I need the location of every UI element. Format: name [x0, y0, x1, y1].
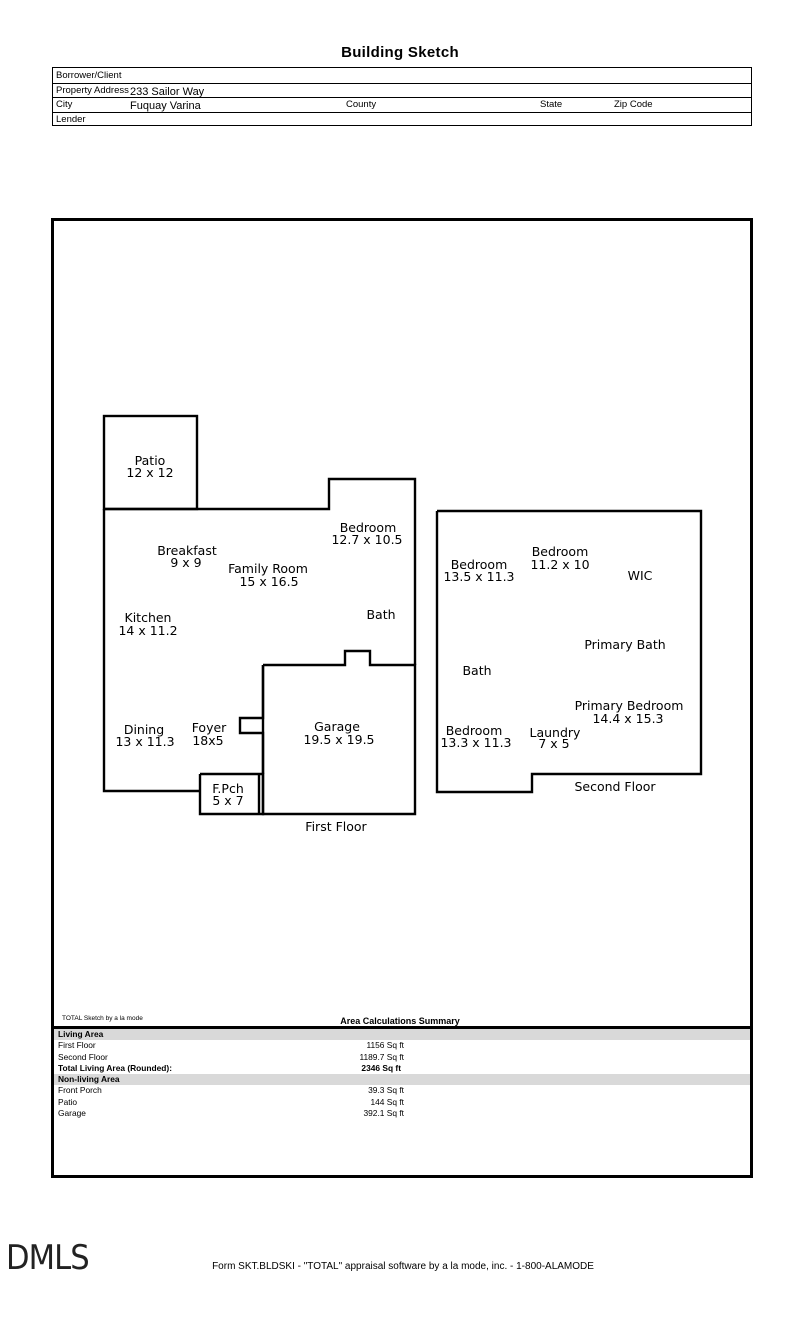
room-size: 11.2 x 10 [530, 557, 589, 572]
second-floor-outline [435, 509, 703, 794]
room-name: Bath [462, 663, 491, 678]
room-name: Laundry [530, 725, 582, 740]
row-name: First Floor [58, 1040, 96, 1051]
county-label: County [346, 99, 377, 110]
room-size: 12.7 x 10.5 [331, 532, 402, 547]
room-size: 5 x 7 [212, 793, 243, 808]
property-address-label: Property Address [56, 84, 129, 96]
room-name: Garage [314, 719, 360, 734]
room-size: 14 x 11.2 [118, 623, 177, 638]
room-name: Primary Bath [584, 637, 665, 652]
sketch-credit: TOTAL Sketch by a la mode [62, 1015, 143, 1022]
row-value: 39.3 Sq ft [368, 1085, 404, 1096]
property-address-row: Property Address 233 Sailor Way [53, 83, 751, 98]
total-label: Total Living Area (Rounded): [58, 1062, 172, 1073]
room-size: 7 x 5 [538, 736, 569, 751]
lender-label: Lender [56, 113, 86, 125]
first-floor-label: First Floor [305, 819, 367, 834]
room-size: 15 x 16.5 [239, 574, 298, 589]
row-name: Front Porch [58, 1085, 102, 1096]
sketch-frame [51, 218, 753, 1178]
room-size: 18x5 [192, 733, 223, 748]
room-size: 14.4 x 15.3 [592, 711, 663, 726]
city-value: Fuquay Varina [130, 100, 201, 112]
room-name: WIC [628, 568, 653, 583]
room-size: 13 x 11.3 [115, 734, 174, 749]
first-floor-upper-walls [104, 477, 417, 665]
living-area-header: Living Area [54, 1029, 750, 1041]
summary-row: Garage 392.1 Sq ft [54, 1108, 750, 1119]
room-name: Bedroom [340, 520, 397, 535]
room-name: Bedroom [532, 544, 589, 559]
total-row: Total Living Area (Rounded): 2346 Sq ft [54, 1063, 750, 1074]
summary-row: Front Porch 39.3 Sq ft [54, 1085, 750, 1096]
summary-row: Patio 144 Sq ft [54, 1097, 750, 1108]
room-name: Family Room [228, 561, 308, 576]
row-value: 1189.7 Sq ft [359, 1051, 404, 1062]
room-name: Breakfast [157, 543, 217, 558]
room-size: 9 x 9 [170, 555, 201, 570]
room-name: Primary Bedroom [575, 698, 684, 713]
room-name: Patio [135, 453, 166, 468]
living-area-label: Living Area [58, 1029, 104, 1039]
page-title: Building Sketch [341, 44, 459, 61]
form-footer: Form SKT.BLDSKI - "TOTAL" appraisal soft… [212, 1261, 594, 1272]
row-name: Second Floor [58, 1051, 108, 1062]
front-porch-outline [198, 772, 265, 816]
room-name: Foyer [192, 720, 227, 735]
property-info-table: Borrower/Client Property Address 233 Sai… [52, 67, 752, 126]
lender-row: Lender [53, 112, 751, 127]
room-name: Bedroom [446, 723, 503, 738]
room-name: Kitchen [125, 610, 172, 625]
dmls-watermark-logo: DMLS [6, 1238, 90, 1278]
room-name: F.Pch [212, 781, 244, 796]
summary-title: Area Calculations Summary [340, 1016, 460, 1026]
row-value: 144 Sq ft [370, 1096, 404, 1107]
borrower-label: Borrower/Client [56, 70, 122, 81]
non-living-area-header: Non-living Area [54, 1074, 750, 1086]
property-address-value: 233 Sailor Way [130, 85, 205, 98]
city-label: City [56, 99, 73, 110]
row-name: Patio [58, 1096, 78, 1107]
borrower-row: Borrower/Client [53, 68, 751, 84]
second-floor-label: Second Floor [574, 779, 656, 794]
row-value: 1156 Sq ft [366, 1040, 404, 1051]
room-size: 12 x 12 [126, 465, 173, 480]
room-size: 13.3 x 11.3 [440, 735, 511, 750]
room-name: Bedroom [451, 557, 508, 572]
room-size: 19.5 x 19.5 [303, 732, 374, 747]
room-size: 13.5 x 11.3 [443, 569, 514, 584]
zip-label: Zip Code [614, 99, 653, 110]
first-floor-left-walls [102, 509, 200, 793]
first-floor-labels: Patio 12 x 12 Breakfast 9 x 9 Family Roo… [115, 453, 402, 834]
summary-row: First Floor 1156 Sq ft [54, 1040, 750, 1051]
summary-row: Second Floor 1189.7 Sq ft [54, 1052, 750, 1063]
row-value: 392.1 Sq ft [363, 1108, 404, 1119]
foyer-wall [238, 665, 265, 774]
total-value: 2346 Sq ft [361, 1062, 401, 1073]
non-living-area-label: Non-living Area [58, 1074, 120, 1085]
room-name: Dining [124, 722, 164, 737]
state-label: State [540, 99, 563, 110]
garage-outline [261, 649, 417, 816]
second-floor-labels: Bedroom 13.5 x 11.3 Bedroom 11.2 x 10 WI… [440, 544, 683, 794]
row-name: Garage [58, 1108, 86, 1119]
city-row: City Fuquay Varina County State Zip Code [53, 97, 751, 113]
area-summary: Living Area First Floor 1156 Sq ft Secon… [54, 1026, 750, 1119]
room-name: Bath [366, 607, 395, 622]
